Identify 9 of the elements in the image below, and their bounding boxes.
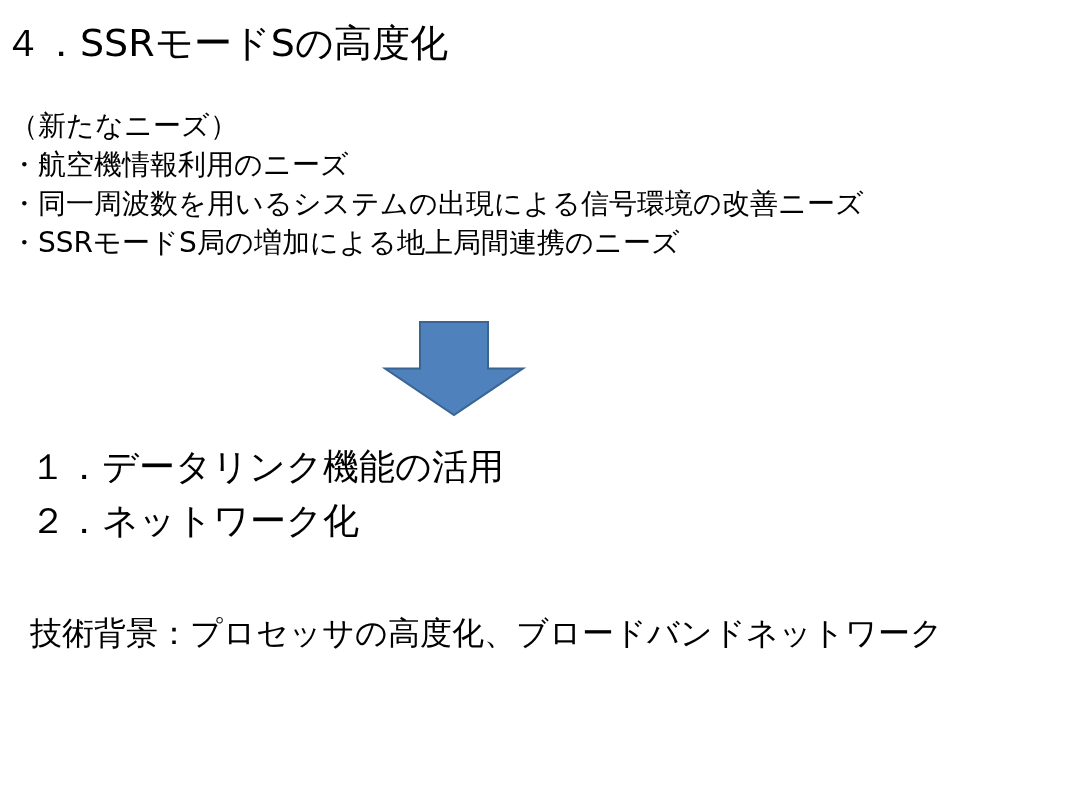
background-note: 技術背景：プロセッサの高度化、ブロードバンドネットワーク — [30, 613, 943, 654]
bullet-item: ・同一周波数を用いるシステムの出現による信号環境の改善ニーズ — [10, 186, 864, 222]
numbered-item: ２．ネットワーク化 — [30, 499, 360, 543]
block-arrow — [381, 321, 527, 417]
bullet-item: ・SSRモードS局の増加による地上局間連携のニーズ — [10, 225, 681, 261]
needs-heading: （新たなニーズ） — [10, 108, 239, 144]
numbered-item: １．データリンク機能の活用 — [30, 445, 504, 489]
bullet-item: ・航空機情報利用のニーズ — [10, 147, 350, 183]
slide-title: ４．SSRモードSの高度化 — [4, 20, 448, 67]
